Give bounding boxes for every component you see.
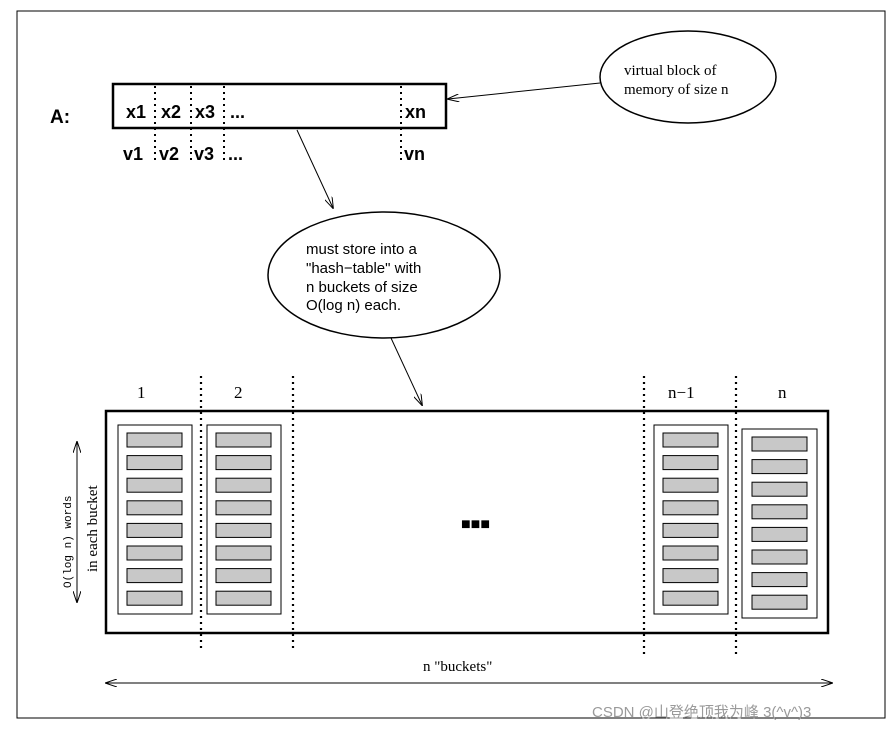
array-value-vn: vn [404, 144, 425, 164]
bucket-slot [126, 432, 183, 448]
bucket-1-slots [126, 432, 183, 606]
bucket-2 [206, 424, 282, 615]
bucket-slot [751, 526, 808, 542]
hash-callout-line4: O(log n) each. [306, 297, 401, 314]
array-cell-x3: x3 [195, 102, 215, 122]
bucket-size-label-serif: in each bucket [85, 485, 101, 572]
watermark: CSDN @山登绝顶我为峰 3(^v^)3 [592, 704, 811, 721]
virtual-block-callout [599, 30, 777, 124]
hash-callout-line3: n buckets of size [306, 279, 418, 296]
bucket-slot [215, 545, 272, 561]
bucket-slot [751, 572, 808, 588]
bucket-label-n-minus-1: n−1 [668, 383, 695, 402]
bucket-slot [126, 568, 183, 584]
bucket-slot [751, 481, 808, 497]
bucket-slot [126, 590, 183, 606]
bucket-slot [751, 459, 808, 475]
bucket-slot [751, 549, 808, 565]
bucket-slot [215, 477, 272, 493]
array-value-v1: v1 [123, 144, 143, 164]
bucket-slot [126, 545, 183, 561]
virtual-block-text-line1: virtual block of [624, 63, 716, 79]
array-cell-xn: xn [405, 102, 426, 122]
bucket-label-2: 2 [234, 383, 243, 402]
bucket-n-minus-1 [653, 424, 729, 615]
bucket-label-1: 1 [137, 383, 146, 402]
bucket-slot [662, 432, 719, 448]
buckets-count-label: n "buckets" [423, 659, 492, 675]
bucket-slot [662, 455, 719, 471]
bucket-slot [215, 522, 272, 538]
array-dividers [154, 86, 402, 163]
bucket-slot [215, 455, 272, 471]
virtual-block-arrow [448, 82, 601, 99]
bucket-n-minus-1-slots [662, 432, 719, 606]
bucket-slot [662, 500, 719, 516]
bucket-2-slots [215, 432, 272, 606]
hash-to-table-arrow [390, 337, 422, 405]
bucket-slot [662, 590, 719, 606]
buckets-ellipsis: ■■■ [461, 516, 490, 533]
bucket-slot [662, 545, 719, 561]
array-value-v3: v3 [194, 144, 214, 164]
bucket-slot [126, 477, 183, 493]
array-cell-x2: x2 [161, 102, 181, 122]
array-value-v2: v2 [159, 144, 179, 164]
bucket-slot [662, 477, 719, 493]
bucket-slot [751, 504, 808, 520]
hash-callout-line1: must store into a [306, 241, 418, 258]
hash-callout-line2: "hash−table" with [306, 260, 421, 277]
bucket-slot [662, 568, 719, 584]
bucket-size-label-mono: O(log n) words [63, 496, 75, 588]
bucket-slot [751, 436, 808, 452]
bucket-n-slots [751, 436, 808, 610]
array-cell-x1: x1 [126, 102, 146, 122]
array-value-ellipsis: ... [228, 144, 243, 164]
bucket-dividers [199, 376, 738, 657]
bucket-slot [215, 568, 272, 584]
bucket-1 [117, 424, 193, 615]
array-name: A: [50, 107, 70, 128]
bucket-slot [751, 594, 808, 610]
bucket-slot [662, 522, 719, 538]
bucket-n [741, 428, 818, 619]
bucket-slot [126, 500, 183, 516]
array-to-hash-arrow [296, 129, 333, 208]
hash-table-callout [267, 211, 501, 339]
bucket-slot [126, 455, 183, 471]
array-cell-ellipsis: ... [230, 102, 245, 122]
bucket-slot [126, 522, 183, 538]
bucket-slot [215, 590, 272, 606]
virtual-block-text-line2: memory of size n [624, 82, 729, 98]
array-box [111, 82, 448, 130]
bucket-slot [215, 500, 272, 516]
figure-frame [16, 10, 886, 719]
bucket-label-n: n [778, 383, 787, 402]
bucket-slot [215, 432, 272, 448]
